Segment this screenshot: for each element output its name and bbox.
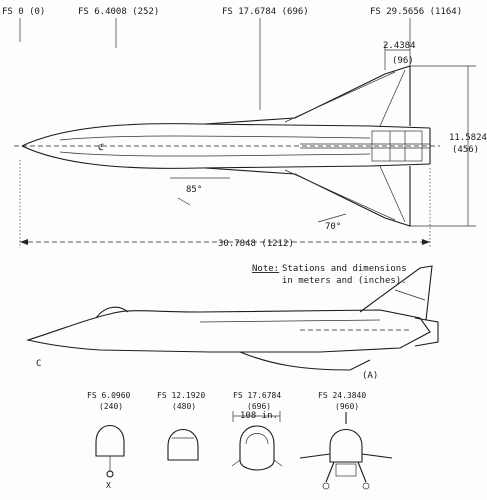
side-view: (A): [25, 265, 439, 381]
canard-mark: ℭ: [98, 143, 104, 153]
station-label-fs252: FS 6.4008 (252): [78, 7, 159, 17]
section-fs240: FS 6.0960: [87, 391, 131, 400]
station-label-fs696: FS 17.6784 (696): [222, 7, 309, 17]
section-fs960-inches: (960): [335, 402, 359, 411]
canopy: [95, 306, 129, 319]
wing-lower: [204, 166, 411, 227]
fuselage-width-label: 108 in.: [240, 411, 278, 421]
cross-section-fs480: [167, 429, 199, 461]
wing-upper: [204, 65, 411, 126]
section-fs696-inches: (696): [247, 402, 271, 411]
cross-section-fs240: X: [95, 425, 125, 490]
tail-width-label: 2.4384: [383, 41, 416, 51]
svg-text:(A): (A): [362, 371, 378, 381]
engine-nacelles: [371, 130, 423, 162]
station-label-fs0: FS 0 (0): [2, 7, 45, 17]
side-canard-mark: C: [36, 359, 41, 369]
svg-text:X: X: [106, 481, 111, 490]
cross-section-fs696: [231, 425, 283, 471]
tail-width-inches: (96): [392, 56, 414, 66]
section-fs480: FS 12.1920: [157, 391, 205, 400]
sweep-angle-inner: 85°: [186, 185, 202, 195]
note-label: Note:: [252, 264, 279, 274]
fuselage-lower: [21, 145, 431, 169]
section-fs240-inches: (240): [99, 402, 123, 411]
span-label: 11.5824: [449, 133, 487, 143]
inlet-belly: [239, 351, 371, 371]
note-line-2: in meters and (inches).: [282, 276, 407, 286]
length-label: 30.7848 (1212): [218, 239, 294, 249]
fuselage-upper: [21, 123, 431, 147]
station-label-fs1164: FS 29.5656 (1164): [370, 7, 462, 17]
section-fs960: FS 24.3840: [318, 391, 366, 400]
cross-section-fs960: [299, 412, 393, 490]
note-line-1: Stations and dimensions: [282, 264, 407, 274]
vertical-tail: [359, 265, 433, 321]
section-fs480-inches: (480): [172, 402, 196, 411]
exhaust-nozzle: [414, 317, 439, 347]
section-fs696: FS 17.6784: [233, 391, 281, 400]
plan-view: ℭ: [14, 65, 440, 227]
sweep-angle-outer: 70°: [325, 222, 341, 232]
side-fuselage: [25, 309, 431, 353]
span-inches: (456): [452, 145, 479, 155]
